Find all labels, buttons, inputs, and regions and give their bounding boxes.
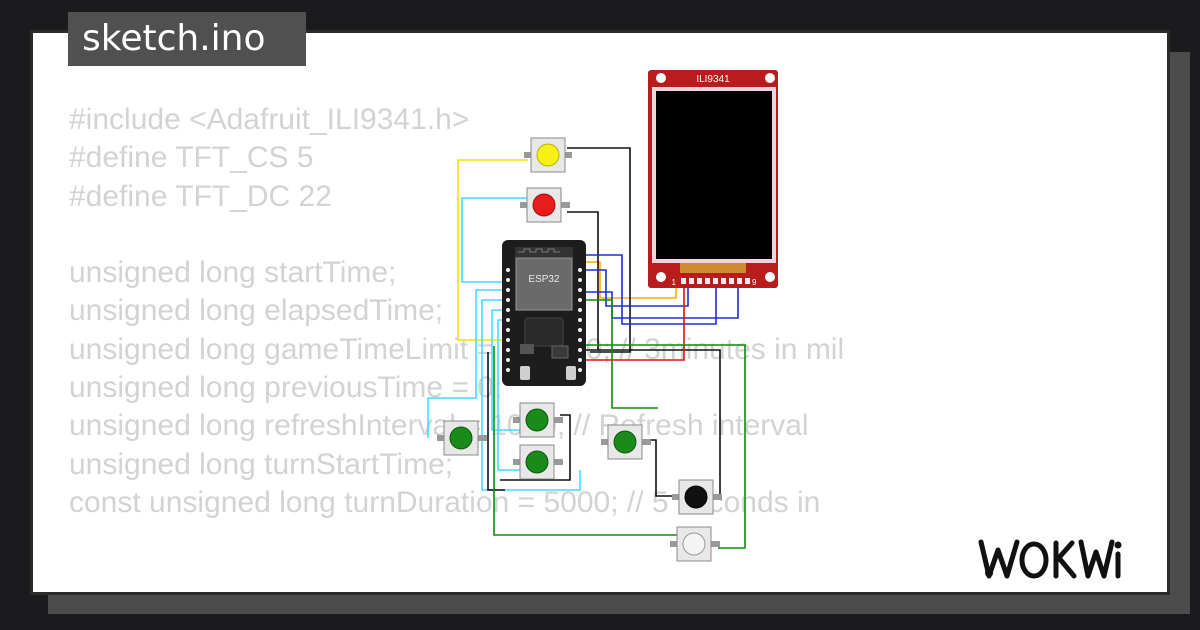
- wire: [578, 282, 685, 361]
- code-line: #include <Adafruit_ILI9341.h>: [69, 103, 470, 136]
- mount-hole: [765, 73, 775, 83]
- code-line: unsigned long startTime;: [69, 256, 397, 290]
- wire: [567, 147, 631, 353]
- button-cap: [536, 143, 560, 167]
- code-line: #define TFT_CS 5: [69, 141, 314, 175]
- mcu-pins: [506, 268, 582, 372]
- mcu-chip: [524, 317, 564, 347]
- button-cap: [613, 430, 637, 454]
- filename-tab: sketch.ino: [68, 12, 306, 66]
- antenna-trace: [518, 248, 560, 253]
- pin-label-first: 1: [672, 278, 677, 287]
- wire: [567, 211, 599, 350]
- button-white[interactable]: [670, 526, 720, 562]
- button-cap: [525, 450, 549, 474]
- wire: [578, 344, 746, 549]
- code-line: unsigned long elapsedTime;: [69, 294, 444, 328]
- mcu-label: ESP32: [528, 274, 560, 285]
- button-cap: [682, 532, 706, 556]
- flex-cable: [680, 263, 746, 273]
- esp32-board[interactable]: ESP32: [502, 240, 586, 386]
- display-label: ILI9341: [696, 74, 730, 85]
- wire: [578, 299, 658, 409]
- button-green-1[interactable]: [437, 420, 487, 456]
- button-cap: [449, 426, 473, 450]
- code-preview: #include <Adafruit_ILI9341.h> #define TFT…: [69, 101, 844, 522]
- mcu-module: [515, 257, 573, 311]
- button-yellow[interactable]: [524, 137, 572, 173]
- mount-hole: [765, 272, 775, 282]
- button-red[interactable]: [520, 187, 570, 223]
- button-cap: [525, 408, 549, 432]
- wire: [578, 254, 717, 325]
- screen: [656, 91, 772, 259]
- display-pins: [681, 278, 750, 284]
- ili9341-display[interactable]: ILI9341 1 9: [648, 70, 778, 288]
- wire: [493, 346, 698, 536]
- wire: [578, 269, 689, 307]
- en-button: [566, 366, 576, 380]
- wire: [461, 197, 528, 283]
- wire: [578, 261, 677, 299]
- wires: [427, 147, 746, 549]
- mount-hole: [656, 272, 666, 282]
- code-line: #define TFT_DC 22: [69, 179, 332, 213]
- button-green-2[interactable]: [513, 402, 563, 438]
- button-cap: [532, 193, 556, 217]
- button-green-4[interactable]: [601, 424, 651, 460]
- wire: [427, 289, 510, 438]
- wire: [481, 299, 581, 491]
- boot-button: [520, 366, 530, 380]
- button-green-3[interactable]: [513, 444, 563, 480]
- wire: [457, 159, 528, 341]
- button-black[interactable]: [672, 479, 722, 515]
- usb-chip: [551, 345, 569, 359]
- wokwi-logo: [978, 539, 1122, 579]
- pin-label-last: 9: [752, 278, 757, 287]
- wire: [487, 352, 505, 491]
- wire: [500, 414, 571, 481]
- mount-hole: [656, 73, 666, 83]
- code-line: const unsigned long turnDuration = 5000;…: [69, 485, 821, 519]
- preview-card: #include <Adafruit_ILI9341.h> #define TFT…: [30, 30, 1170, 595]
- wire: [640, 439, 675, 497]
- regulator: [520, 344, 534, 354]
- button-cap: [684, 485, 708, 509]
- code-line: unsigned long turnStartTime;: [69, 447, 454, 481]
